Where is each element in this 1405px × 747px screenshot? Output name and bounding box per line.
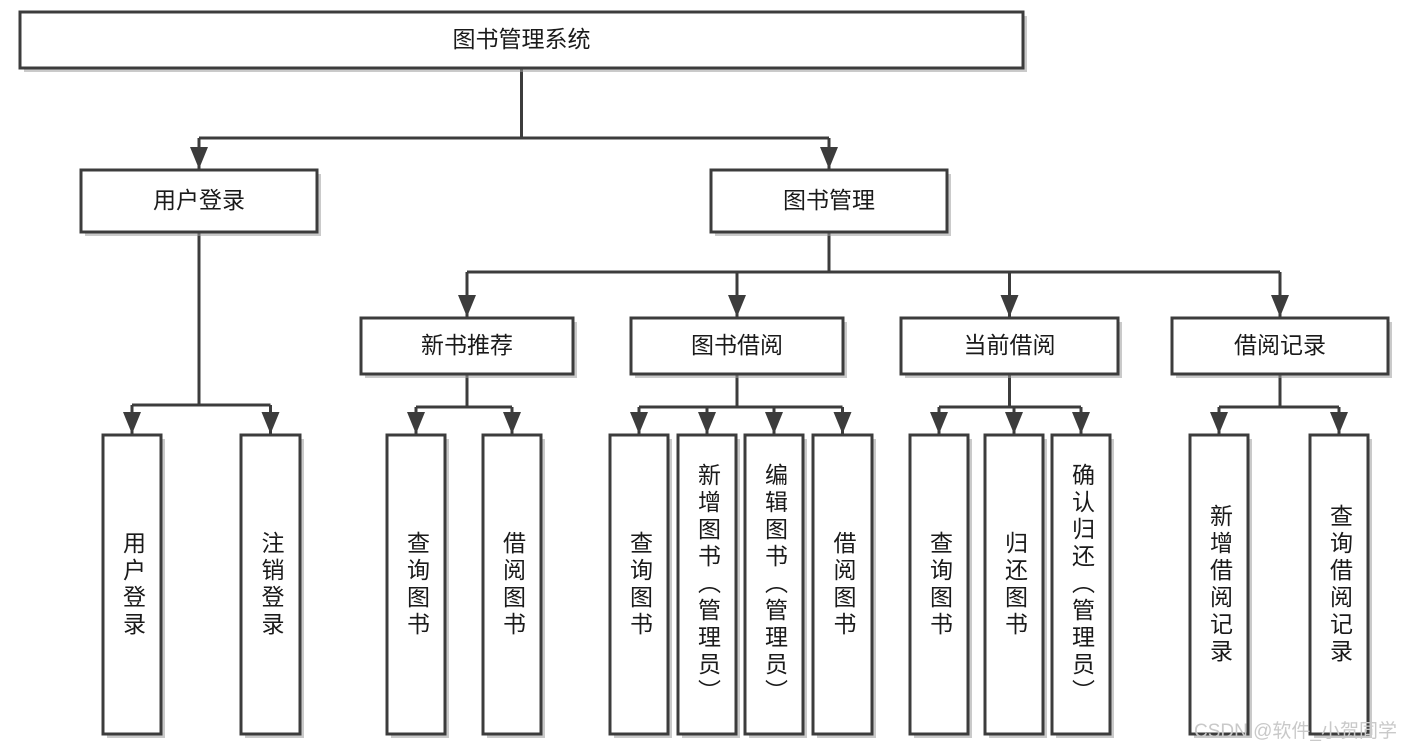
connector-lines	[123, 68, 1348, 434]
arrow-head-icon	[123, 412, 141, 434]
level3-node-label-new-book-rec: 新书推荐	[421, 332, 513, 358]
level2-node-label-user-login: 用户登录	[153, 187, 245, 213]
root-node-box[interactable]	[18, 10, 1025, 70]
node-boxes	[18, 10, 1392, 738]
level3-node-label-current-borrow: 当前借阅	[964, 332, 1056, 358]
arrow-head-icon	[1330, 412, 1348, 434]
leaf-node-box-leaf-logout[interactable]	[239, 433, 302, 736]
arrow-head-icon	[190, 147, 208, 169]
level3-node-label-borrow-record: 借阅记录	[1234, 332, 1326, 358]
leaf-node-box-leaf-confirm-return[interactable]	[1050, 433, 1112, 736]
arrow-head-icon	[1005, 412, 1023, 434]
level3-node-box-new-book-rec[interactable]	[359, 316, 575, 376]
leaf-node-box-leaf-add-book[interactable]	[676, 433, 738, 736]
level3-node-box-book-borrow[interactable]	[629, 316, 845, 376]
leaf-node-box-leaf-user-login[interactable]	[101, 433, 163, 736]
arrow-head-icon	[1072, 412, 1090, 434]
leaf-node-box-leaf-return-book[interactable]	[983, 433, 1045, 736]
arrow-head-icon	[698, 412, 716, 434]
leaf-node-box-leaf-query-record[interactable]	[1308, 433, 1370, 736]
arrow-head-icon	[407, 412, 425, 434]
level3-node-box-current-borrow[interactable]	[899, 316, 1120, 376]
arrow-head-icon	[503, 412, 521, 434]
leaf-node-box-leaf-query-book-bb[interactable]	[608, 433, 670, 736]
level2-node-box-user-login[interactable]	[79, 168, 319, 234]
arrow-head-icon	[261, 412, 280, 434]
leaf-node-box-leaf-add-record[interactable]	[1188, 433, 1250, 736]
level2-node-label-book-manage: 图书管理	[783, 187, 875, 213]
arrow-head-icon	[1000, 295, 1019, 317]
arrow-head-icon	[820, 147, 838, 169]
arrow-head-icon	[458, 295, 476, 317]
csdn-watermark: CSDN @软件_小贺同学	[1194, 721, 1397, 742]
leaf-node-box-leaf-query-book-cb[interactable]	[908, 433, 970, 736]
arrow-head-icon	[728, 295, 746, 317]
arrow-head-icon	[930, 412, 948, 434]
leaf-node-box-leaf-borrow-book-rec[interactable]	[481, 433, 543, 736]
level3-node-box-borrow-record[interactable]	[1170, 316, 1390, 376]
root-node-label: 图书管理系统	[453, 26, 591, 52]
leaf-node-box-leaf-edit-book[interactable]	[743, 433, 805, 736]
arrow-head-icon	[1210, 412, 1228, 434]
leaf-node-box-leaf-borrow-book-bb[interactable]	[811, 433, 874, 736]
leaf-node-box-leaf-query-book-rec[interactable]	[385, 433, 447, 736]
arrow-head-icon	[765, 412, 783, 434]
arrow-head-icon	[630, 412, 648, 434]
level2-node-box-book-manage[interactable]	[709, 168, 949, 234]
level3-node-label-book-borrow: 图书借阅	[691, 332, 783, 358]
arrow-head-icon	[833, 412, 852, 434]
arrow-head-icon	[1271, 295, 1289, 317]
